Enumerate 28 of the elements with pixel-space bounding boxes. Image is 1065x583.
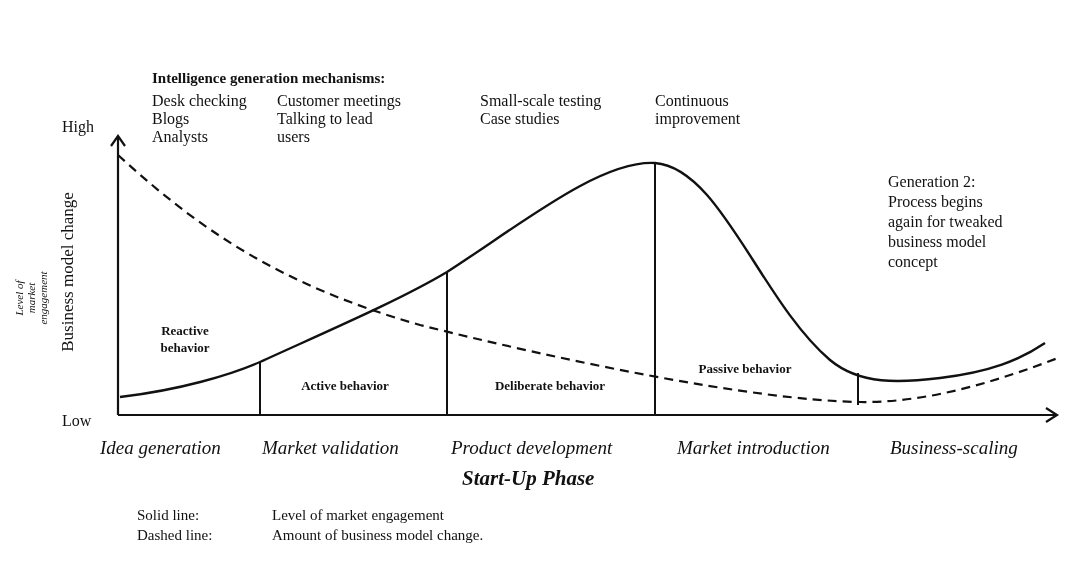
behavior-label: Reactive behavior bbox=[159, 322, 211, 356]
phase-label: Product development bbox=[451, 437, 613, 459]
phase-label: Market validation bbox=[262, 437, 399, 459]
mechanism-text: Customer meetings bbox=[277, 92, 401, 110]
axis-title: Business model change bbox=[57, 192, 78, 352]
mechanism-text: Blogs bbox=[152, 110, 190, 128]
key-text: Dashed line: bbox=[137, 527, 213, 544]
mechanism-text: Small-scale testing bbox=[480, 92, 602, 110]
mechanism-text: Continuous improvement bbox=[655, 92, 742, 128]
mechanism-text: Talking to lead users bbox=[277, 110, 374, 146]
axis-label: Low bbox=[62, 412, 92, 430]
phase-label: Market introduction bbox=[677, 437, 830, 459]
key-text: Level of market engagement bbox=[272, 507, 444, 524]
behavior-label: Passive behavior bbox=[697, 360, 793, 377]
axis-title: Start-Up Phase bbox=[462, 466, 595, 491]
key-text: Amount of business model change. bbox=[272, 527, 484, 544]
axis-title: Level of market engagement bbox=[13, 270, 49, 327]
mechanism-text: Analysts bbox=[152, 128, 208, 146]
annotation-text: Generation 2: Process begins again for tweaked business model concept bbox=[888, 172, 1004, 272]
behavior-label: Active behavior bbox=[300, 377, 390, 394]
phase-label: Business-scaling bbox=[890, 437, 1018, 459]
behavior-label: Deliberate behavior bbox=[493, 377, 607, 394]
axis-label: High bbox=[62, 118, 94, 136]
mechanism-text: Desk checking bbox=[152, 92, 247, 110]
key-text: Solid line: bbox=[137, 507, 200, 524]
phase-label: Idea generation bbox=[100, 437, 221, 459]
mechanism-text: Case studies bbox=[480, 110, 560, 128]
section-heading: Intelligence generation mechanisms: bbox=[152, 70, 386, 87]
